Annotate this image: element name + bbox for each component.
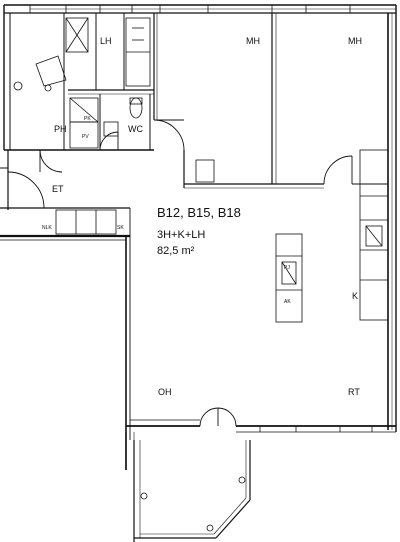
room-mh-1: MH	[246, 36, 260, 46]
walls	[0, 4, 397, 542]
room-mh-2: MH	[348, 36, 362, 46]
fixture-pv: PV	[82, 134, 89, 140]
room-wc: WC	[128, 124, 143, 134]
fixture-pk: PK	[84, 116, 91, 122]
fixture-pj: PJ	[284, 265, 290, 271]
fixture-ak: AK	[284, 299, 291, 305]
doors	[7, 119, 353, 427]
room-lh: LH	[100, 36, 112, 46]
fixture-nlk: NLK	[42, 225, 52, 231]
room-oh: OH	[158, 387, 172, 397]
room-ph: PH	[54, 124, 67, 134]
plan-units-label: B12, B15, B18	[157, 205, 241, 220]
fixtures	[13, 17, 389, 532]
plan-area: 82,5 m²	[157, 245, 195, 257]
room-et: ET	[52, 184, 64, 194]
plan-layout-type: 3H+K+LH	[157, 229, 206, 241]
fixture-sk: SK	[117, 225, 124, 231]
room-rt: RT	[348, 387, 360, 397]
room-k: K	[352, 291, 359, 301]
